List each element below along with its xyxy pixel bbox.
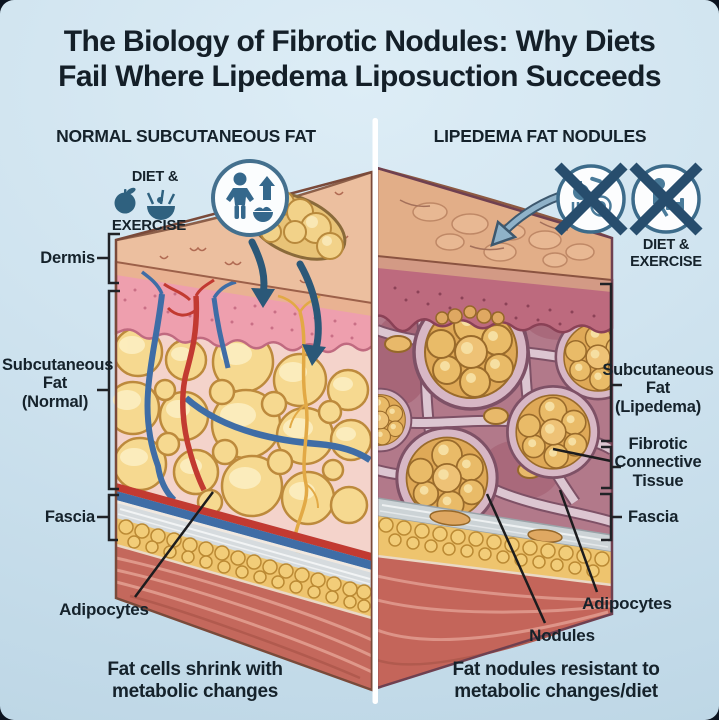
cross-icon [629,162,703,236]
arrowheads-left [251,288,326,366]
crossed-out-diet-icon [554,162,628,236]
right-panel-caption: Fat nodules resistant to metabolic chang… [452,659,660,703]
panel-divider [372,118,378,704]
diet-label-right: DIET & [642,237,690,253]
adipocytes-label-right: Adipocytes [582,594,672,613]
dermis-label: Dermis [40,249,95,267]
diet-exercise-badge [211,159,289,237]
small-fat-cells-left [118,519,372,613]
apple-icon [114,187,136,214]
salad-icon [146,189,176,220]
fascia-label-left: Fascia [44,508,95,526]
blood-vessels-left [140,270,372,503]
fascia-label-right: Fascia [628,508,679,526]
gray-arrow-down-icon [490,191,565,247]
diet-label-left: DIET & [131,169,179,185]
up-arrow-icon [259,176,275,200]
fascia-layer-left [116,483,372,588]
left-tissue-block [113,170,374,692]
exercise-label-left: EXERCISE [111,217,187,234]
layer-brackets [97,232,622,542]
nodules-label: Nodules [529,626,595,645]
right-tissue-block [375,166,614,690]
fibrotic-connective-tissue-label: Fibrotic Connective Tissue [614,435,702,490]
title-line-1: The Biology of Fibrotic Nodules: Why Die… [63,25,656,58]
muscle-layer-left [115,543,373,690]
fibrotic-septa-and-nodules [377,304,612,530]
person-scale-icon [226,172,254,219]
muscle-layer-right [376,554,613,688]
fat-nodule [505,384,600,480]
crossed-out-exercise-icon [629,162,703,236]
subcutaneous-fat-normal-label: Subcutaneous Fat (Normal) [2,356,114,411]
exercise-label-right: EXERCISE [630,254,702,270]
left-panel-header: NORMAL SUBCUTANEOUS FAT [56,126,316,146]
small-fat-cells-right [378,517,610,578]
portion-bowl-icon [253,206,273,222]
subcutaneous-fat-lipedema-label: Subcutaneous Fat (Lipedema) [602,361,714,416]
subdermal-cells [435,305,505,325]
title-line-2: Fail Where Lipedema Liposuction Succeeds [58,60,661,94]
skin-surface-right [376,166,613,281]
page-title: The Biology of Fibrotic Nodules: Why Die… [0,24,719,94]
cross-icon [554,162,628,236]
left-panel-caption: Fat cells shrink with metabolic changes [107,659,283,703]
adipocytes-label-left: Adipocytes [59,600,149,619]
right-panel-header: LIPEDEMA FAT NODULES [433,126,647,146]
label-pointer-lines [133,447,612,624]
